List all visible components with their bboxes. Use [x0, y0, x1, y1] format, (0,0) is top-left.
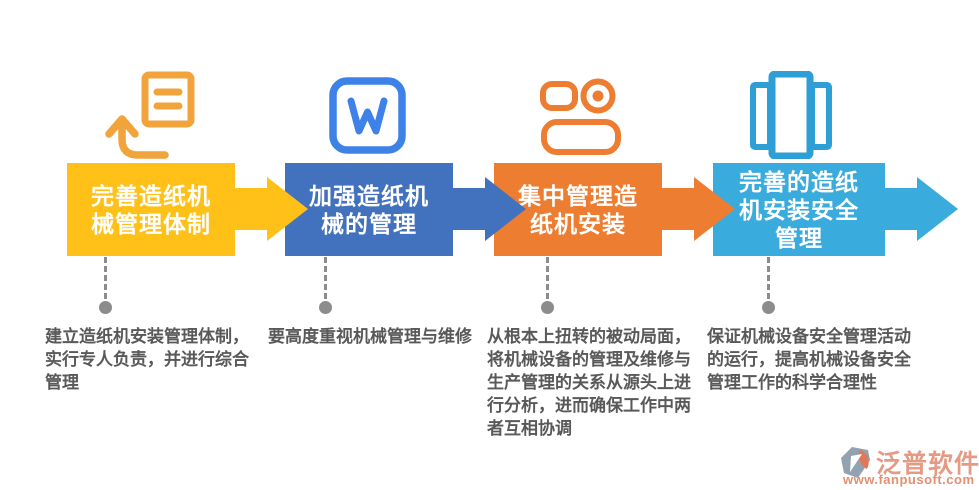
watermark: 泛普软件 www.fanpusoft.com: [840, 444, 979, 488]
step1-arrow-icon: [234, 177, 308, 241]
step3-description: 从根本上扭转的被动局面，将机械设备的管理及维修与生产管理的关系从源头上进行分析，…: [487, 327, 691, 438]
step1-title: 完善造纸机械管理体制: [91, 182, 211, 237]
step2-arrow-icon: [452, 177, 526, 241]
step4-title: 完善的造纸机安装安全管理: [739, 168, 859, 251]
watermark-url-text: www.fanpusoft.com: [843, 472, 975, 487]
step4-box: 完善的造纸机安装安全管理: [713, 163, 885, 256]
step2-box: 加强造纸机械的管理: [285, 163, 453, 256]
step2-connector-dot: [319, 301, 332, 314]
step3-connector-line: [546, 257, 549, 299]
step3-connector-dot: [541, 301, 554, 314]
step1-connector-line: [104, 257, 107, 299]
step4-connector-dot: [762, 301, 775, 314]
step2-connector-line: [324, 257, 327, 299]
step1-box: 完善造纸机械管理体制: [67, 163, 235, 256]
step3-title: 集中管理造纸机安装: [518, 182, 638, 237]
step4-connector-line: [767, 257, 770, 299]
devices-toggle-icon: [540, 78, 621, 155]
step1-connector-dot: [99, 301, 112, 314]
step4-description: 保证机械设备安全管理活动的运行，提高机械设备安全管理工作的科学合理性: [707, 327, 911, 392]
step3-arrow-icon: [661, 177, 735, 241]
fanpu-logo-icon: [841, 447, 870, 478]
step2-title: 加强造纸机械的管理: [309, 182, 429, 237]
word-w-square-icon: [329, 77, 406, 154]
step2-description: 要高度重视机械管理与维修: [268, 327, 472, 346]
columns-books-icon: [750, 71, 832, 159]
step1-description: 建立造纸机安装管理体制，实行专人负责，并进行综合管理: [45, 327, 249, 392]
watermark-brand-text: 泛普软件: [876, 450, 979, 478]
step4-arrow-icon: [884, 177, 958, 241]
document-return-arrow-icon: [105, 71, 195, 159]
